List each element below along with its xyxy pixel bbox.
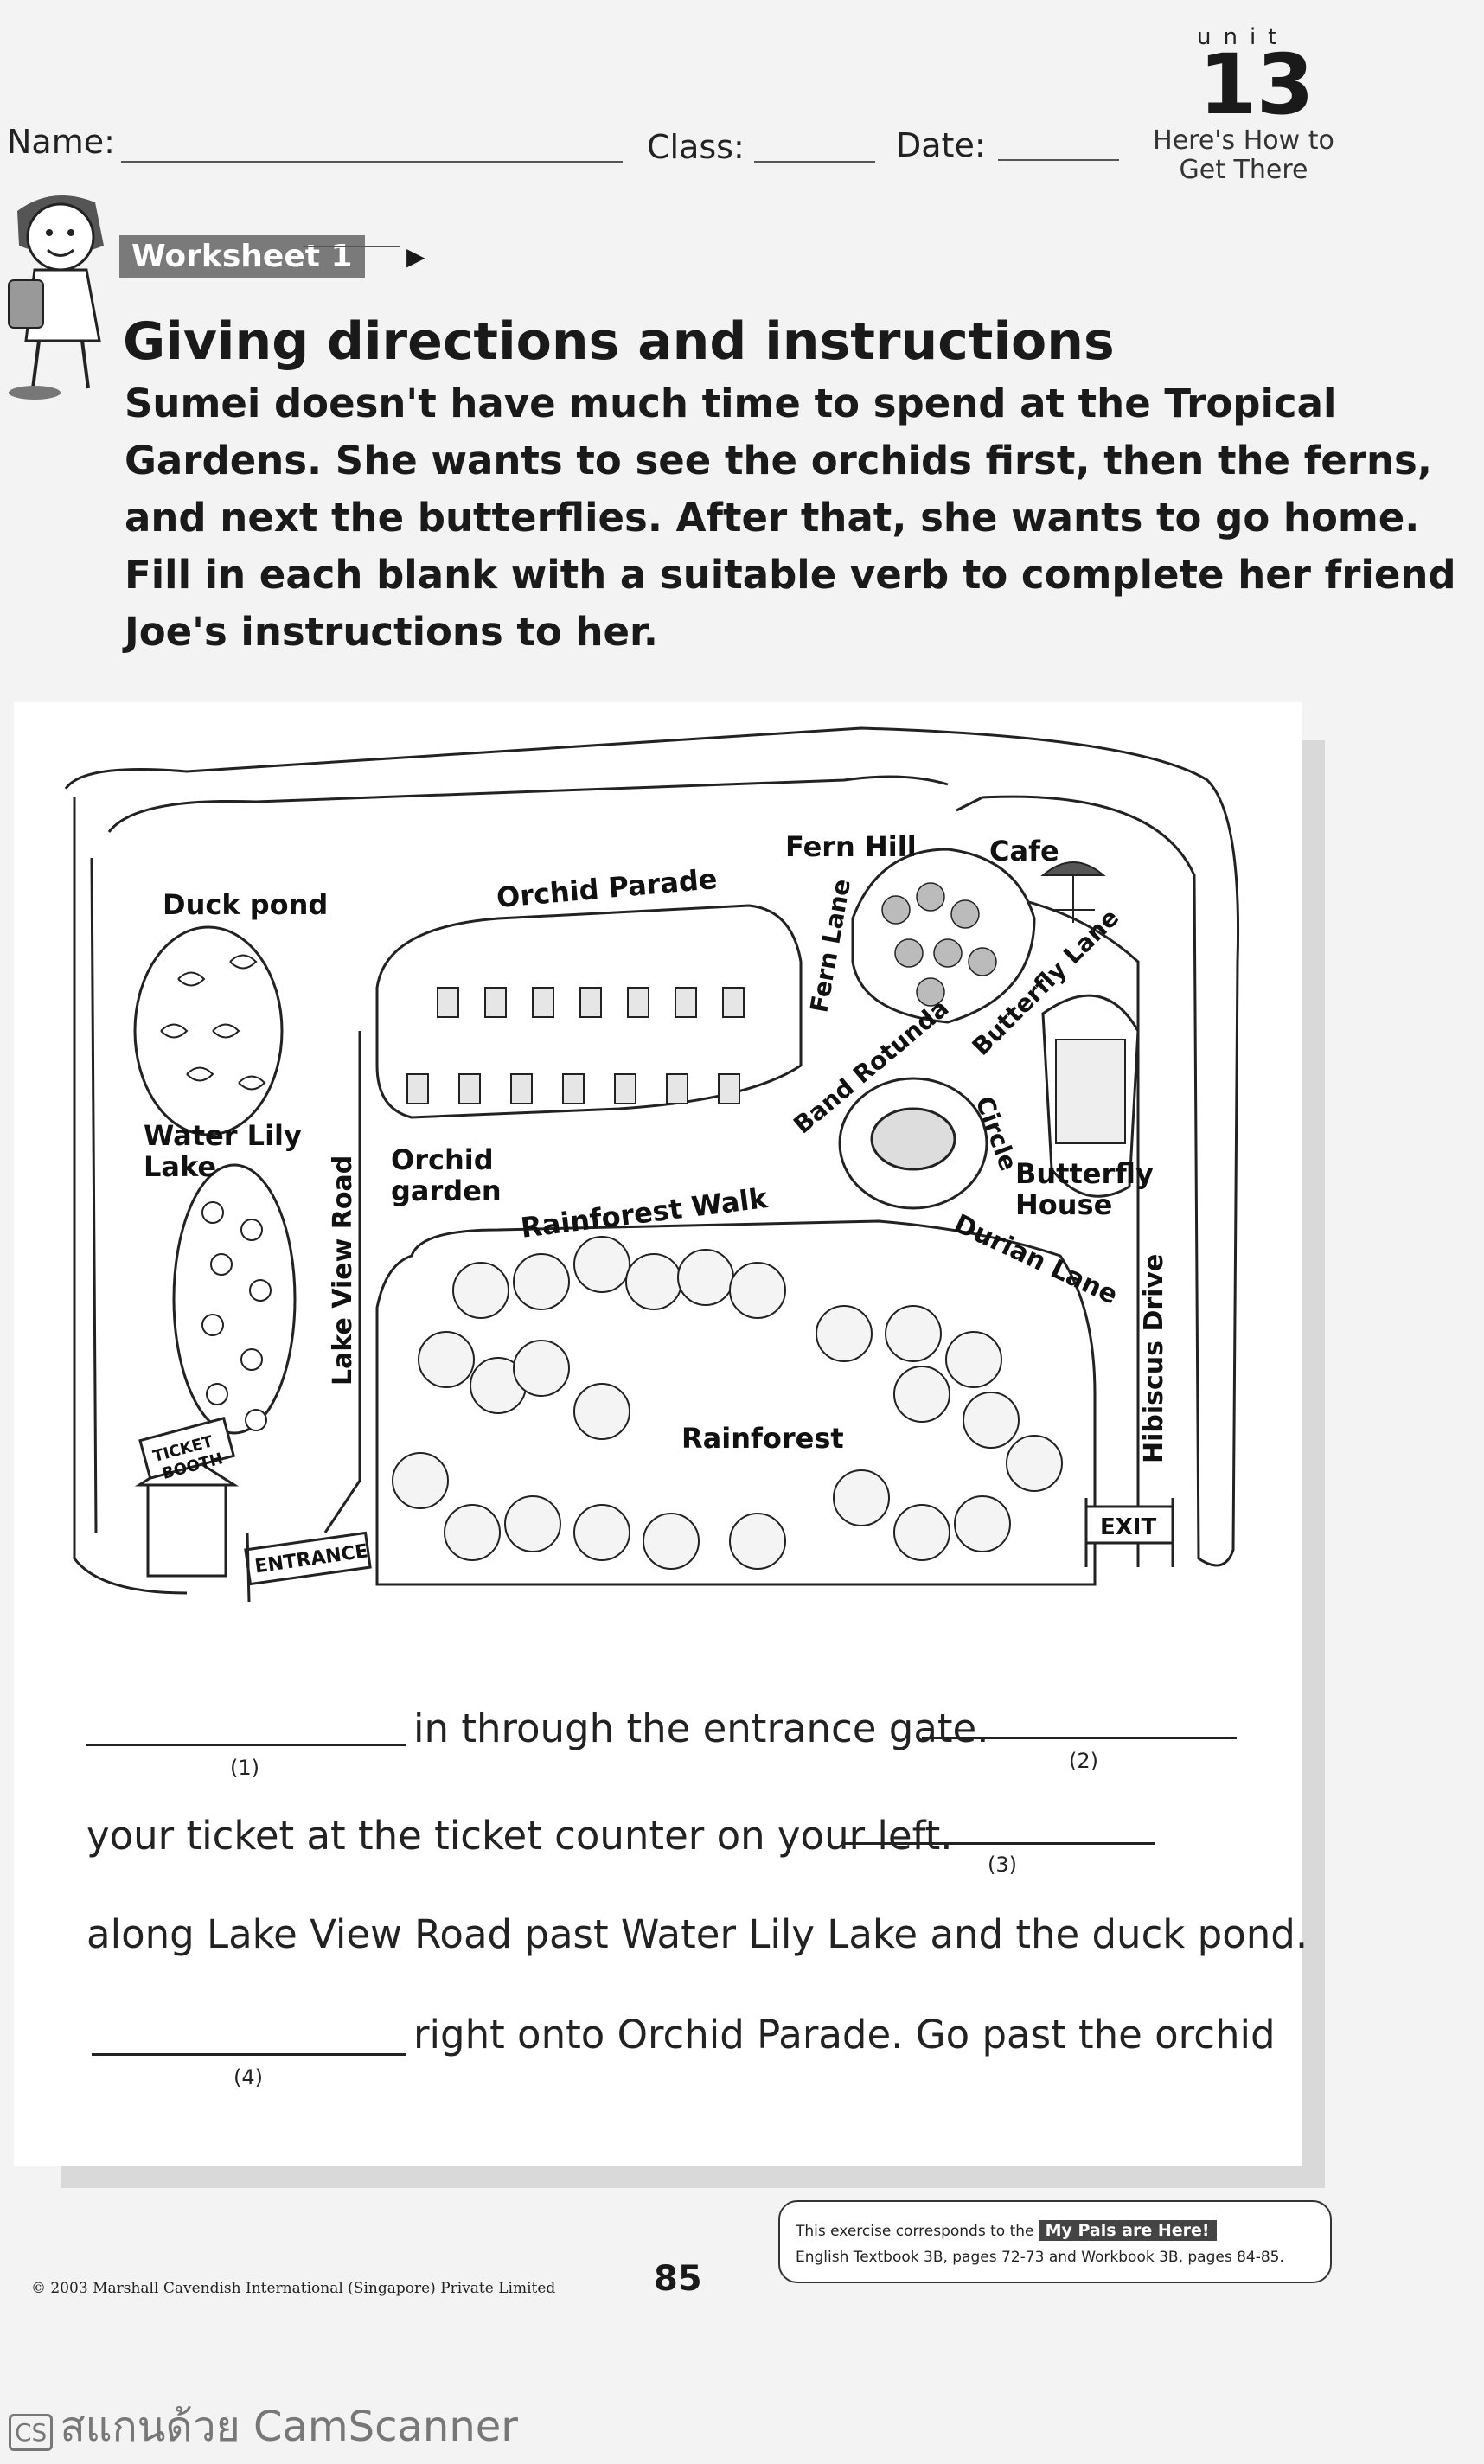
intro-paragraph: Sumei doesn't have much time to spend at… — [125, 375, 1456, 661]
unit-title-line1: Here's How to — [1153, 125, 1334, 156]
intro-line: Fill in each blank with a suitable verb … — [125, 552, 1456, 598]
scanner-text: สแกนด้วย CamScanner — [60, 2403, 519, 2451]
map-label-exit: EXIT — [1100, 1514, 1156, 1540]
blank-number-2: (2) — [1069, 1749, 1098, 1773]
unit-title-line2: Get There — [1179, 155, 1308, 185]
instruction-line-2: your ticket at the ticket counter on you… — [86, 1813, 953, 1859]
page-number: 85 — [654, 2259, 702, 2299]
reference-text: This exercise corresponds to the — [796, 2223, 1034, 2240]
intro-line: Gardens. She wants to see the orchids fi… — [125, 438, 1432, 483]
park-map: Duck pond Orchid Parade Fern Hill Cafe F… — [64, 726, 1240, 1603]
unit-number: 13 — [1199, 36, 1314, 133]
map-label-water-lily-1: Water Lily — [144, 1119, 302, 1152]
page-title: Giving directions and instructions — [123, 311, 1115, 372]
name-label: Name: — [7, 123, 115, 161]
camscanner-logo-icon: CS — [9, 2414, 54, 2451]
blank-number-3: (3) — [988, 1853, 1017, 1877]
blank-number-4: (4) — [233, 2065, 263, 2090]
date-blank[interactable] — [998, 159, 1119, 161]
blank-2[interactable] — [922, 1737, 1237, 1739]
frame-shadow-right — [1302, 740, 1325, 2176]
textbook-reference-box: This exercise corresponds to the My Pals… — [778, 2200, 1332, 2283]
map-label-orchid-parade: Orchid Parade — [496, 862, 719, 914]
copyright-notice: © 2003 Marshall Cavendish International … — [31, 2280, 556, 2297]
worksheet-tab: Worksheet 1 — [119, 235, 365, 278]
blank-number-1: (1) — [230, 1756, 259, 1780]
map-label-lake-view-road: Lake View Road — [328, 1155, 358, 1386]
ticket-booth-icon — [134, 1416, 240, 1578]
map-label-fern-hill: Fern Hill — [785, 830, 917, 863]
intro-line: and next the butterflies. After that, sh… — [125, 495, 1420, 541]
instruction-line-3: along Lake View Road past Water Lily Lak… — [86, 1911, 1308, 1957]
tab-line — [303, 246, 400, 247]
map-label-orchid-garden-2: garden — [391, 1174, 502, 1207]
girl-mascot-icon — [8, 195, 104, 400]
blank-1[interactable] — [86, 1744, 406, 1746]
instruction-line-4: right onto Orchid Parade. Go past the or… — [413, 2012, 1276, 2058]
water-lily-lake-shape — [172, 1163, 297, 1435]
unit-word: unit — [1197, 24, 1289, 50]
map-label-butterfly-house-2: House — [1015, 1188, 1112, 1221]
arrow-right-icon: ▶ — [406, 242, 425, 271]
blank-4[interactable] — [92, 2053, 406, 2056]
class-label: Class: — [647, 128, 745, 166]
fern-hill-shape — [851, 848, 1036, 1024]
date-label: Date: — [896, 126, 986, 164]
map-label-rainforest: Rainforest — [681, 1422, 844, 1455]
frame-shadow-bottom — [61, 2166, 1325, 2188]
duck-pond-shape — [133, 925, 284, 1136]
series-badge: My Pals are Here! — [1038, 2220, 1217, 2241]
instruction-line-1: in through the entrance gate. — [413, 1706, 989, 1751]
intro-line: Joe's instructions to her. — [125, 609, 658, 655]
blank-3[interactable] — [844, 1842, 1155, 1845]
cafe-icon — [1040, 861, 1106, 923]
map-label-orchid-garden-1: Orchid — [391, 1143, 494, 1176]
map-label-hibiscus-drive: Hibiscus Drive — [1139, 1254, 1169, 1463]
map-label-water-lily-2: Lake — [144, 1150, 216, 1183]
map-label-duck-pond: Duck pond — [163, 888, 328, 921]
map-label-cafe: Cafe — [989, 835, 1059, 867]
name-blank[interactable] — [121, 161, 623, 163]
reference-pages: English Textbook 3B, pages 72-73 and Wor… — [796, 2249, 1284, 2266]
intro-line: Sumei doesn't have much time to spend at… — [125, 381, 1337, 426]
unit-title: Here's How to Get There — [1140, 126, 1347, 185]
map-label-fern-lane: Fern Lane — [804, 877, 856, 1014]
map-label-butterfly-house-1: Butterfly — [1015, 1157, 1154, 1190]
class-blank[interactable] — [754, 161, 875, 163]
